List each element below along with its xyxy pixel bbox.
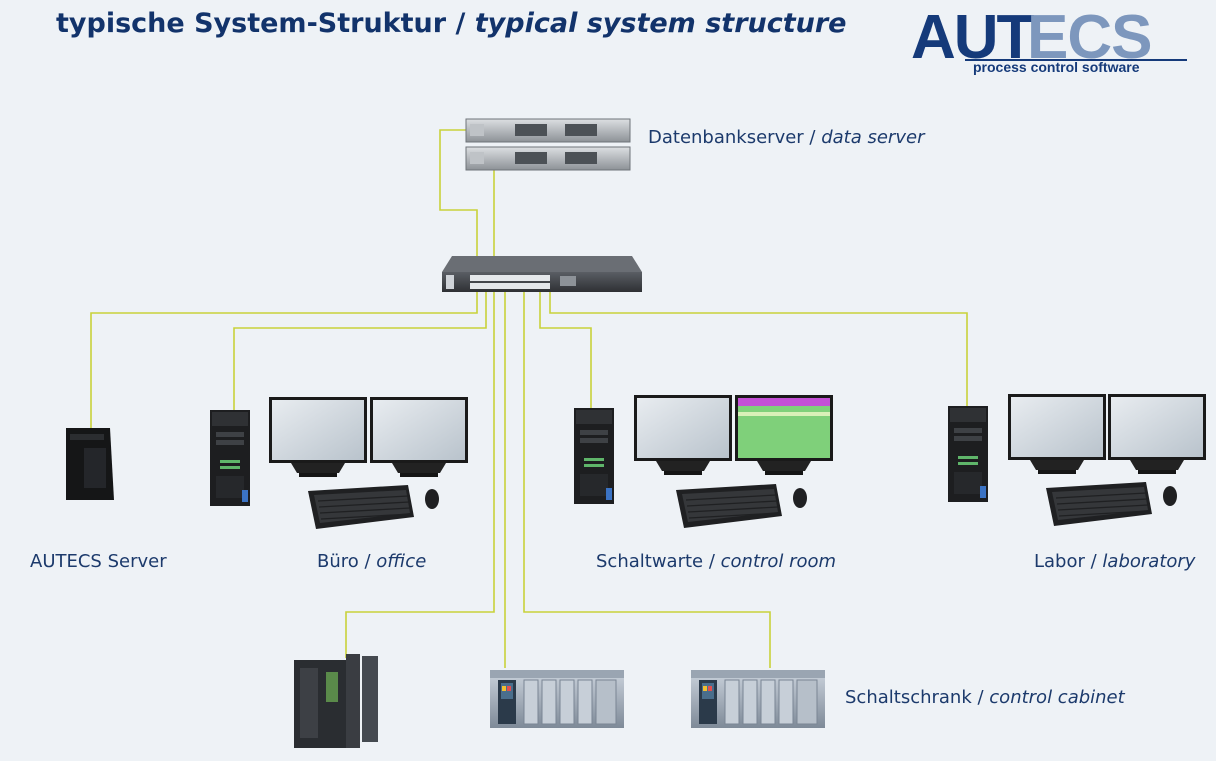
rack-server-icon xyxy=(465,146,631,171)
label-control-cabinet: Schaltschrank / control cabinet xyxy=(845,687,1125,708)
link-dataserver-a xyxy=(439,129,478,256)
label-de: Datenbankserver xyxy=(648,127,804,148)
laboratory-workstation xyxy=(948,394,1206,527)
monitor-icon xyxy=(1008,394,1106,474)
link-office xyxy=(233,290,487,412)
link-cabinet-right xyxy=(523,290,771,668)
monitor-icon xyxy=(634,395,732,475)
logo-tagline: process control software xyxy=(973,59,1140,75)
control-room-workstation xyxy=(574,395,833,529)
label-separator: / xyxy=(971,687,990,708)
network-switch-icon xyxy=(442,256,642,292)
link-autecs-server xyxy=(90,290,478,428)
label-en: control cabinet xyxy=(989,687,1125,708)
keyboard-icon xyxy=(1045,481,1178,527)
link-control-room xyxy=(539,290,592,410)
network-connections xyxy=(90,129,968,668)
label-laboratory: Labor / laboratory xyxy=(1034,551,1195,572)
label-office: Büro / office xyxy=(317,551,426,572)
label-data-server: Datenbankserver / data server xyxy=(648,127,924,148)
autecs-logo: AUT ECS process control software xyxy=(911,3,1187,75)
link-laboratory xyxy=(549,290,968,408)
tower-pc-icon xyxy=(210,410,250,506)
tower-pc-icon xyxy=(66,428,114,500)
label-de: Büro xyxy=(317,551,359,572)
label-en: data server xyxy=(821,127,925,148)
label-de: Schaltwarte xyxy=(596,551,704,572)
label-separator: / xyxy=(358,551,377,572)
label-separator: / xyxy=(1084,551,1103,572)
monitor-icon xyxy=(1108,394,1206,474)
plc-icon xyxy=(690,669,826,729)
title-separator: / xyxy=(446,8,475,39)
title-de: typische System-Struktur xyxy=(56,8,447,39)
label-control-room: Schaltwarte / control room xyxy=(596,551,836,572)
link-cabinet-left xyxy=(345,290,495,658)
plc-icon xyxy=(294,654,378,748)
tower-pc-icon xyxy=(574,408,614,504)
label-de: Schaltschrank xyxy=(845,687,972,708)
label-en: office xyxy=(376,551,427,572)
keyboard-icon xyxy=(307,484,440,530)
monitor-icon xyxy=(370,397,468,477)
office-workstation xyxy=(210,397,468,530)
rack-server-icon xyxy=(465,118,631,143)
label-de: Labor xyxy=(1034,551,1085,572)
tower-pc-icon xyxy=(948,406,988,502)
page-title: typische System-Struktur / typical syste… xyxy=(56,8,847,39)
label-separator: / xyxy=(803,127,822,148)
monitor-icon xyxy=(269,397,367,477)
label-en: control room xyxy=(720,551,837,572)
plc-icon xyxy=(489,669,625,729)
title-en: typical system structure xyxy=(474,8,847,39)
label-autecs-server: AUTECS Server xyxy=(30,551,167,572)
label-en: laboratory xyxy=(1102,551,1196,572)
label-separator: / xyxy=(703,551,721,572)
keyboard-icon xyxy=(675,483,808,529)
